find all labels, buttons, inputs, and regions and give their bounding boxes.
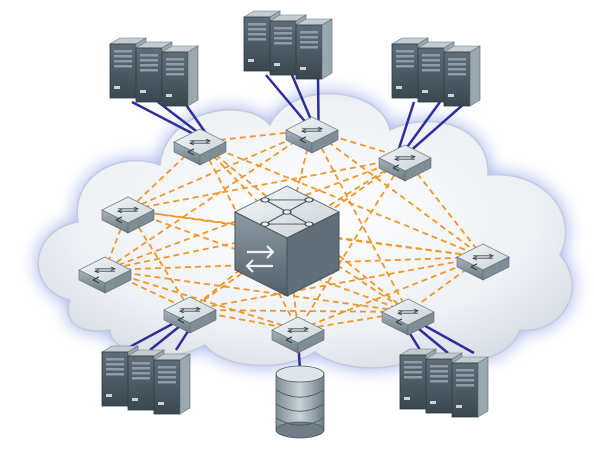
mesh-link [104,129,313,271]
server-icon [152,353,192,415]
uplink-line [403,101,442,151]
switch-icon [381,298,435,336]
switch-icon [378,144,432,182]
uplink-line [410,101,467,151]
switch-icon [285,116,339,154]
uplink-line [182,101,208,135]
server-icon [424,352,464,414]
core-switch-icon [233,185,341,297]
server-rack-icon [242,10,334,80]
mesh-link [127,157,406,211]
mesh-link [127,141,201,211]
mesh-link [311,129,409,313]
switch-icon [271,316,325,354]
server-icon [450,356,490,418]
server-rack-icon [100,345,192,415]
mesh-link [199,141,299,331]
server-rack-icon [108,37,200,107]
uplink-line [157,101,201,135]
switch-icon [101,196,155,234]
mesh-link [104,269,299,331]
mesh-link [286,231,299,331]
server-icon [442,45,482,107]
mesh-link [104,256,484,271]
mesh-link [311,129,484,258]
server-icon [294,18,334,80]
uplink-line [397,101,416,151]
switch-icon [173,128,227,166]
switch-icon [163,296,217,334]
uplink-line [265,74,307,123]
mesh-link [297,157,406,331]
mesh-link [127,129,313,211]
nodes [78,10,510,439]
mesh-link [297,256,484,331]
server-icon [160,45,200,107]
mesh-link [104,269,409,313]
database-icon [275,365,325,439]
mesh-link [286,129,313,233]
switch-icon [456,243,510,281]
mesh-link [199,141,484,258]
uplink-line [131,100,195,136]
uplink-line [316,74,320,123]
mesh-link [189,309,409,313]
switch-icon [78,256,132,294]
uplink-line [290,74,314,123]
server-icon [108,37,148,99]
server-rack-icon [398,348,490,418]
server-rack-icon [390,37,482,107]
